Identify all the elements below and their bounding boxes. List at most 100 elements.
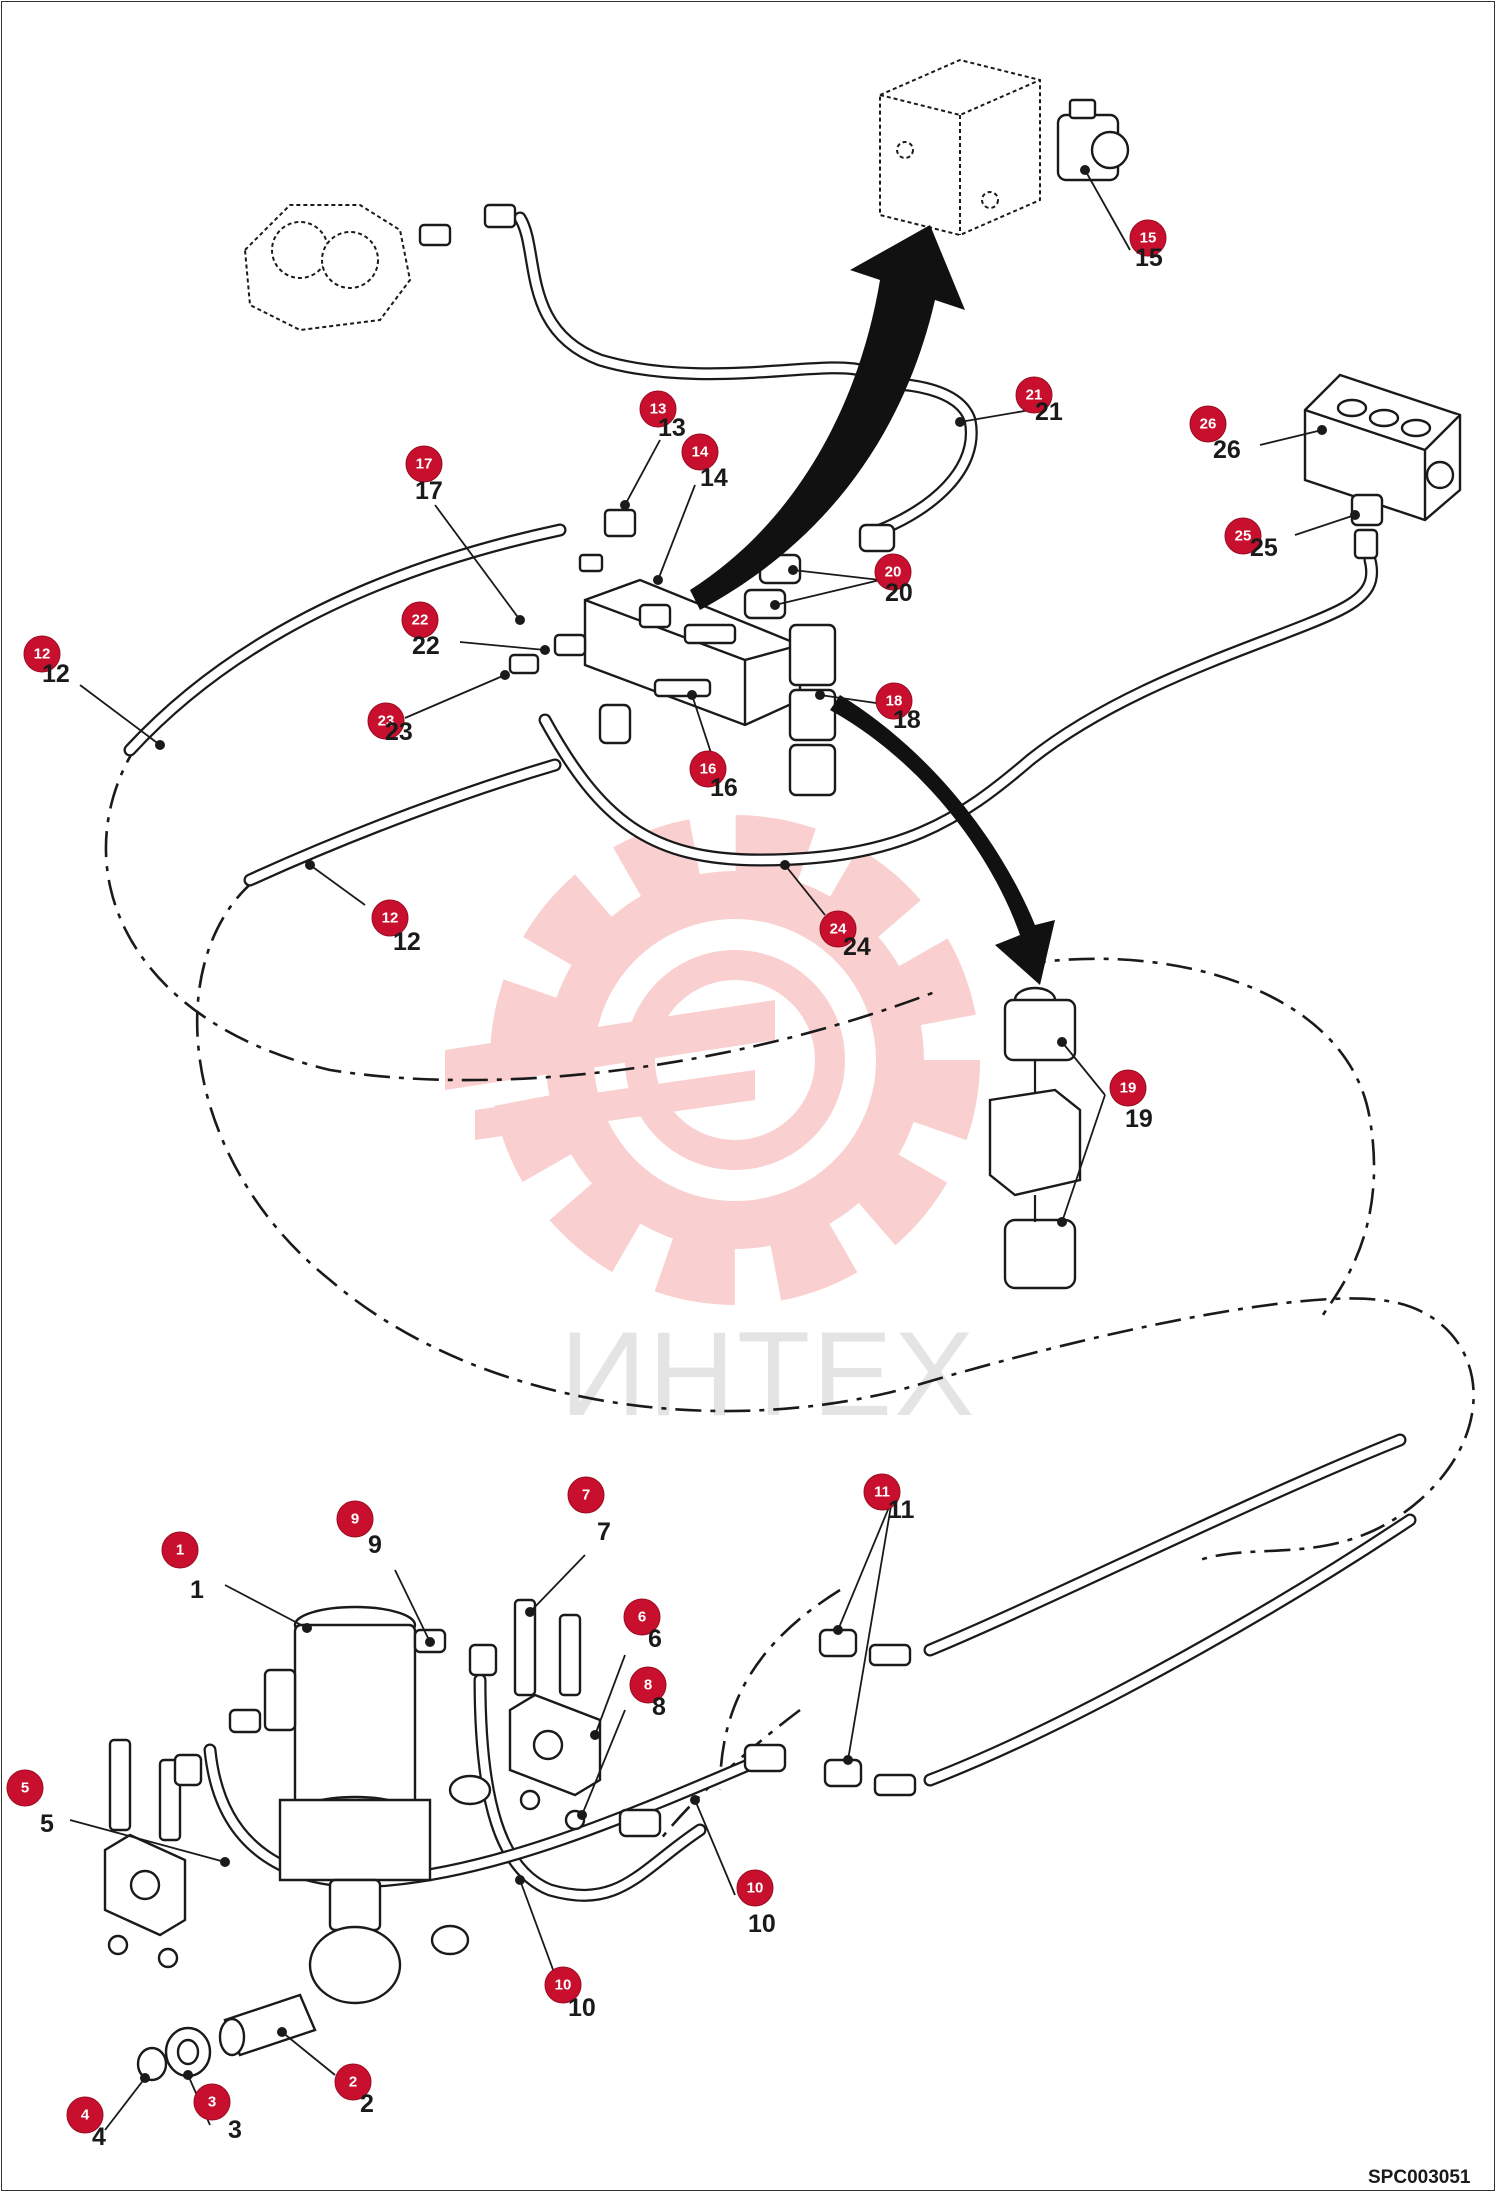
svg-text:21: 21 [1026, 387, 1043, 404]
svg-text:26: 26 [1213, 436, 1241, 464]
svg-text:10: 10 [747, 1880, 764, 1897]
svg-text:6: 6 [648, 1625, 662, 1653]
valve-cartridge-18 [788, 623, 837, 797]
svg-text:3: 3 [208, 2094, 216, 2111]
svg-text:5: 5 [21, 1780, 29, 1797]
svg-text:18: 18 [893, 706, 921, 734]
svg-text:23: 23 [378, 713, 395, 730]
drawing-code: SPC003051 [1368, 2167, 1471, 2188]
svg-text:22: 22 [412, 612, 429, 629]
svg-text:7: 7 [597, 1518, 611, 1546]
svg-text:25: 25 [1250, 534, 1278, 562]
solenoid-coil-15 [1056, 98, 1130, 182]
svg-text:10: 10 [568, 1994, 596, 2022]
manifold-block-26 [1303, 373, 1462, 560]
svg-text:13: 13 [658, 414, 686, 442]
svg-text:15: 15 [1135, 244, 1163, 272]
svg-text:9: 9 [368, 1531, 382, 1559]
svg-text:12: 12 [34, 646, 51, 663]
callout-3: 33 [193, 2083, 242, 2144]
callout-5: 55 [6, 1769, 54, 1838]
svg-text:20: 20 [885, 564, 902, 581]
watermark-text: ИНТЕХ [560, 1307, 976, 1441]
svg-text:16: 16 [710, 774, 738, 802]
svg-text:19: 19 [1120, 1080, 1137, 1097]
svg-text:2: 2 [360, 2090, 374, 2118]
svg-text:10: 10 [555, 1977, 572, 1994]
mounting-bracket-5 [103, 1738, 187, 1969]
mounting-bracket-8 [508, 1598, 602, 1831]
callout-10b: 10 10 [736, 1869, 776, 1938]
svg-text:8: 8 [652, 1693, 666, 1721]
tee-fittings-11 [618, 1628, 917, 1838]
svg-text:21: 21 [1035, 398, 1063, 426]
callout-8: 88 [629, 1666, 667, 1721]
svg-text:17: 17 [415, 477, 443, 505]
svg-text:15: 15 [1140, 230, 1157, 247]
callout-2: 22 [334, 2063, 374, 2118]
svg-text:5: 5 [40, 1810, 54, 1838]
svg-text:11: 11 [888, 1496, 915, 1524]
svg-text:14: 14 [692, 444, 709, 461]
svg-text:1: 1 [176, 1542, 184, 1559]
callout-9: 99 [336, 1500, 382, 1559]
svg-text:9: 9 [351, 1511, 359, 1528]
watermark: ИНТЕХ [445, 815, 980, 1441]
svg-text:14: 14 [700, 464, 728, 492]
svg-text:11: 11 [874, 1484, 890, 1501]
svg-text:20: 20 [885, 579, 913, 607]
electric-motor-1 [263, 1605, 492, 2005]
svg-text:19: 19 [1125, 1105, 1153, 1133]
svg-text:26: 26 [1200, 416, 1217, 433]
svg-text:24: 24 [830, 921, 847, 938]
remote-valve-block [879, 58, 1041, 237]
svg-text:25: 25 [1235, 528, 1252, 545]
leader-lines [69, 165, 1360, 2131]
routing-paths [104, 739, 1475, 1841]
svg-text:13: 13 [650, 401, 667, 418]
svg-text:12: 12 [382, 910, 399, 927]
motor-fittings [173, 1628, 498, 1787]
svg-text:4: 4 [81, 2107, 90, 2124]
svg-text:22: 22 [412, 632, 440, 660]
svg-text:1: 1 [190, 1576, 204, 1604]
svg-text:18: 18 [886, 693, 903, 710]
parts [103, 58, 1462, 2082]
svg-text:16: 16 [700, 761, 717, 778]
gear-pump-assembly [243, 203, 517, 332]
svg-text:8: 8 [644, 1677, 652, 1694]
solenoid-valve-19 [988, 986, 1082, 1290]
svg-text:3: 3 [228, 2116, 242, 2144]
svg-text:12: 12 [393, 928, 421, 956]
svg-text:10: 10 [748, 1910, 776, 1938]
callout-6: 66 [623, 1598, 662, 1653]
callout-1: 11 [161, 1531, 204, 1604]
svg-text:7: 7 [582, 1487, 590, 1504]
shaft-coupling-parts [136, 1993, 317, 2082]
svg-text:6: 6 [638, 1609, 646, 1626]
svg-text:4: 4 [92, 2123, 106, 2151]
watermark-gear-logo [445, 815, 980, 1305]
callout-7: 77 [567, 1476, 611, 1546]
flow-arrows [690, 225, 1055, 985]
svg-text:23: 23 [385, 718, 413, 746]
svg-text:17: 17 [416, 456, 433, 473]
